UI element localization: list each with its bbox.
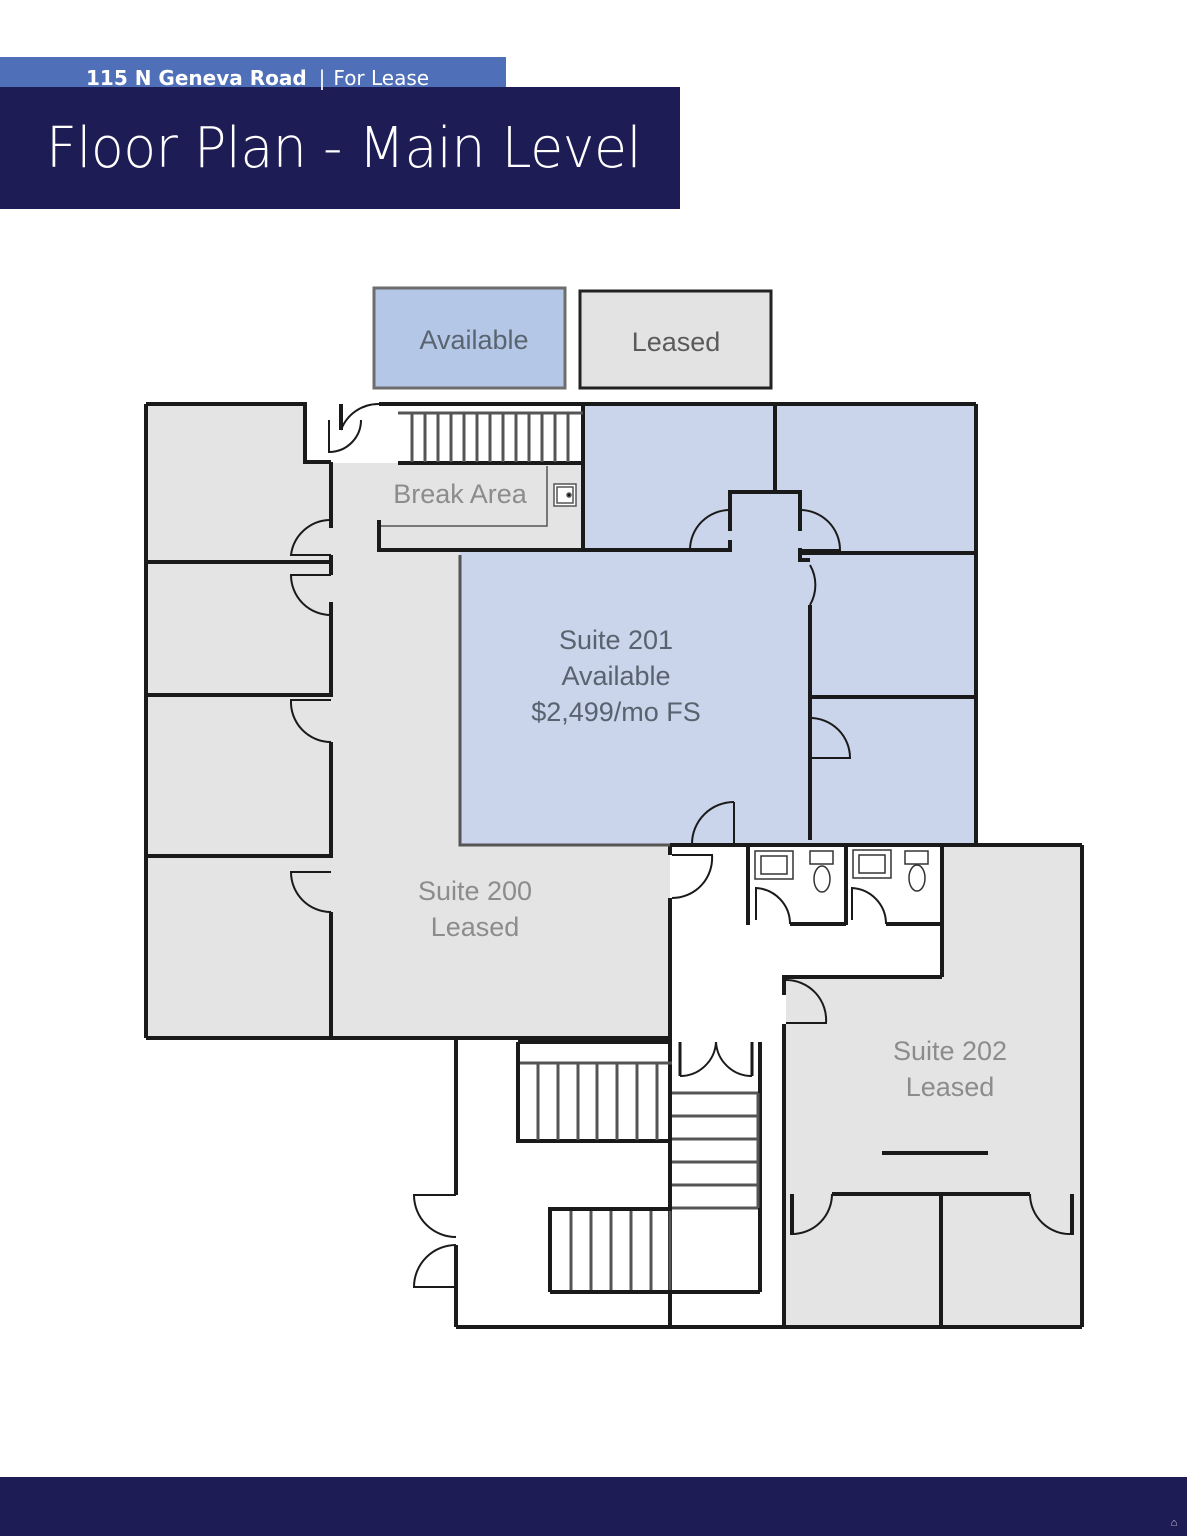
equal-housing-icon: ⌂ <box>1170 1517 1178 1529</box>
legend-available-label: Available <box>419 325 528 355</box>
break-area-label: Break Area <box>393 479 528 509</box>
header-subtitle: 115 N Geneva Road | For Lease <box>86 66 429 90</box>
legend-leased-swatch <box>578 289 773 390</box>
legend-available-swatch <box>372 286 567 390</box>
legend: Available Leased <box>372 286 773 390</box>
room-fills <box>146 404 1082 1327</box>
suite-202-name: Suite 202 <box>893 1036 1007 1066</box>
suite-200-status: Leased <box>431 912 520 942</box>
stairs <box>398 411 760 1290</box>
suite-200-name: Suite 200 <box>418 876 532 906</box>
header-title-band <box>0 87 680 209</box>
legend-leased-label: Leased <box>632 327 721 357</box>
page-title: Floor Plan - Main Level <box>46 116 642 181</box>
property-address: 115 N Geneva Road <box>86 66 307 90</box>
suite-202-status: Leased <box>906 1072 995 1102</box>
suite-201-border <box>458 555 670 847</box>
suite-201-name: Suite 201 <box>559 625 673 655</box>
footer-band: ⌂ <box>0 1477 1187 1536</box>
listing-type: For Lease <box>333 66 430 90</box>
restroom-fixtures <box>754 849 929 893</box>
suite-201-status: Available <box>561 661 670 691</box>
break-area-counter <box>381 466 577 527</box>
separator: | <box>318 66 326 90</box>
doors <box>289 402 1073 1288</box>
walls <box>144 402 1084 1329</box>
suite-201-price: $2,499/mo FS <box>531 697 701 727</box>
